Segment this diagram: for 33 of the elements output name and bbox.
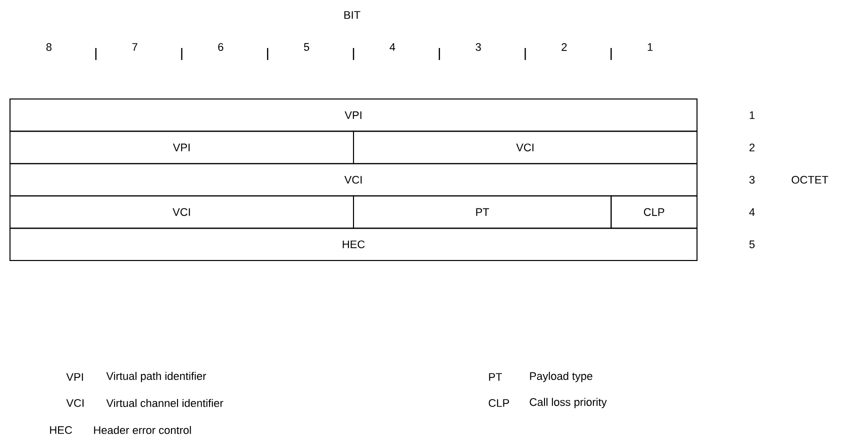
label-text: 2 bbox=[562, 43, 567, 51]
header-field: VCI bbox=[353, 130, 698, 164]
label-text: 4 bbox=[749, 208, 755, 216]
header-field: VCI bbox=[10, 163, 698, 196]
header-field: CLP bbox=[610, 195, 698, 229]
label-text: OCTET bbox=[792, 176, 828, 184]
label-text: 2 bbox=[750, 144, 755, 152]
label-text: Virtual path identifier bbox=[106, 372, 206, 382]
label-text: CLP bbox=[488, 399, 510, 407]
header-field: VPI bbox=[10, 98, 698, 132]
label-text: 5 bbox=[304, 43, 310, 51]
label-text: 5 bbox=[749, 240, 755, 248]
label-text: Header error control bbox=[94, 426, 191, 434]
header-field: VPI bbox=[10, 130, 354, 164]
label-text: Payload type bbox=[530, 372, 592, 382]
header-field: PT bbox=[353, 195, 612, 229]
label-text: Call loss priority bbox=[530, 398, 607, 408]
label-text: 1 bbox=[648, 43, 653, 51]
header-field: VCI bbox=[10, 195, 354, 229]
label-text: 7 bbox=[132, 43, 138, 51]
label-text: HEC bbox=[50, 426, 72, 434]
label-text: 8 bbox=[46, 43, 52, 51]
label-text: VCI bbox=[66, 399, 84, 407]
label-text: PT bbox=[489, 373, 502, 381]
label-text: Virtual channel identifier bbox=[106, 398, 224, 408]
label-text: 3 bbox=[476, 43, 481, 51]
label-text: 4 bbox=[390, 43, 396, 51]
label-text: 6 bbox=[218, 43, 224, 51]
label-text: 1 bbox=[750, 111, 755, 119]
label-text: VPI bbox=[66, 373, 83, 381]
label-text: BIT bbox=[344, 11, 360, 19]
header-field: HEC bbox=[10, 228, 698, 261]
label-text: 3 bbox=[749, 176, 755, 184]
